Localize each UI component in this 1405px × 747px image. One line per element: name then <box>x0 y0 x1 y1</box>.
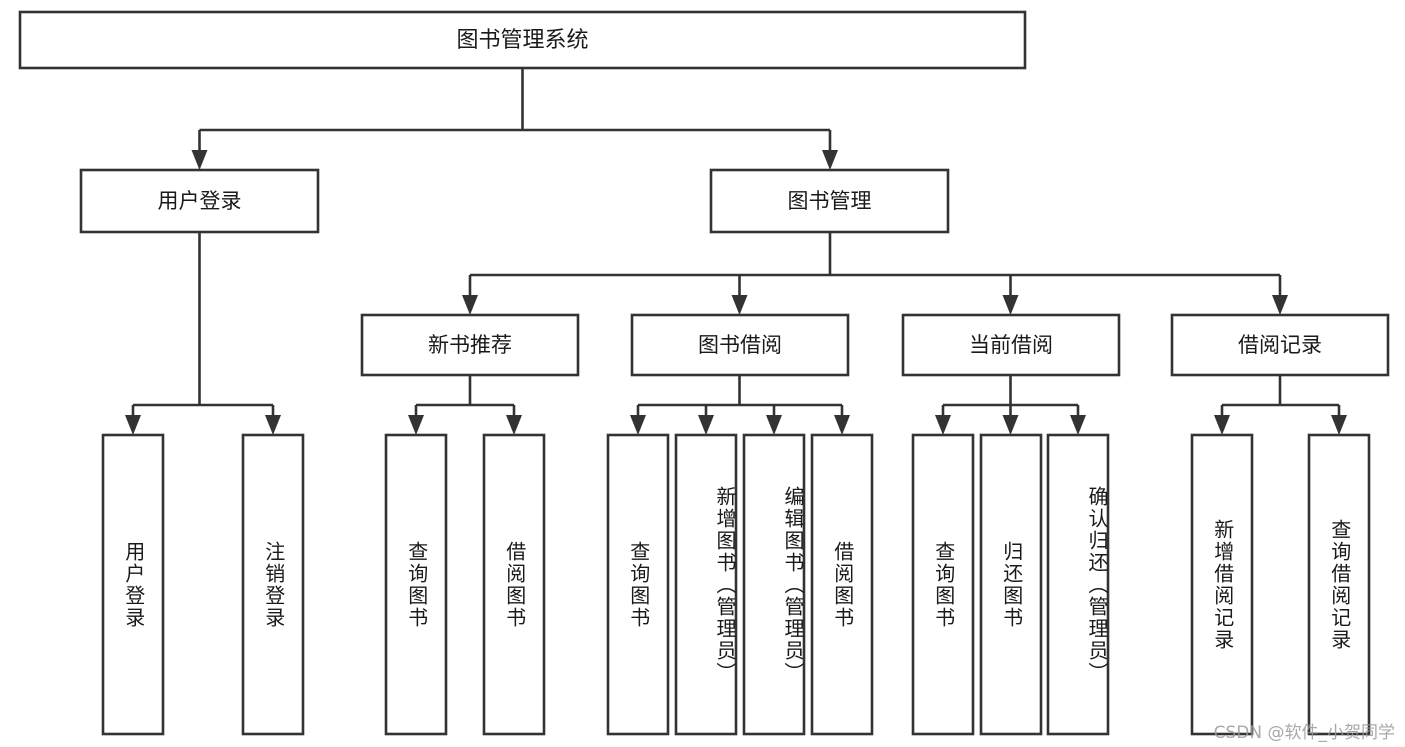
node-user-login[interactable]: 用户登录 <box>79 168 320 234</box>
arrow-head-leaf-borrow-book-1 <box>506 415 522 435</box>
arrow-head-leaf-user-logout <box>265 415 281 435</box>
node-leaf-borrow-book-2-box[interactable] <box>810 433 874 736</box>
node-leaf-add-record-box[interactable] <box>1190 433 1254 736</box>
node-root-label: 图书管理系统 <box>456 28 588 53</box>
node-user-login-label: 用户登录 <box>158 189 242 213</box>
arrow-head-leaf-edit-book <box>766 415 782 435</box>
node-borrow-record[interactable]: 借阅记录 <box>1170 313 1390 377</box>
node-book-manage-box[interactable] <box>709 168 950 234</box>
node-leaf-user-login-box[interactable] <box>101 433 165 736</box>
node-current-borrow-box[interactable] <box>901 313 1121 377</box>
arrow-head-book-borrow <box>731 295 748 315</box>
node-leaf-borrow-book-1-box[interactable] <box>482 433 546 736</box>
arrow-head-leaf-return-book <box>1002 415 1019 435</box>
node-leaf-user-logout-box[interactable] <box>241 433 305 736</box>
node-current-borrow[interactable]: 当前借阅 <box>901 313 1121 377</box>
node-book-borrow[interactable]: 图书借阅 <box>630 313 850 377</box>
node-new-book-rec-box[interactable] <box>360 313 580 377</box>
arrow-head-borrow-record <box>1272 295 1288 315</box>
node-borrow-record-box[interactable] <box>1170 313 1390 377</box>
node-leaf-return-book-box[interactable] <box>979 433 1043 736</box>
node-current-borrow-label: 当前借阅 <box>969 333 1053 357</box>
node-user-login-box[interactable] <box>79 168 320 234</box>
node-borrow-record-label: 借阅记录 <box>1238 333 1322 357</box>
arrow-head-leaf-query-book-3 <box>935 415 951 435</box>
node-leaf-confirm-return-box[interactable] <box>1046 433 1110 736</box>
arrow-head-book-manage <box>822 150 838 170</box>
node-root-box[interactable] <box>18 10 1027 70</box>
node-root[interactable]: 图书管理系统 <box>18 10 1027 70</box>
arrow-head-current-borrow <box>1002 295 1019 315</box>
node-book-borrow-label: 图书借阅 <box>698 333 782 357</box>
node-leaf-add-book-box[interactable] <box>674 433 738 736</box>
arrow-head-user-login <box>191 150 208 170</box>
arrow-head-leaf-add-record <box>1214 415 1230 435</box>
leaf-box-group <box>101 433 1371 736</box>
node-leaf-query-book-1-box[interactable] <box>384 433 448 736</box>
node-book-manage-label: 图书管理 <box>788 189 872 213</box>
node-leaf-query-book-2-box[interactable] <box>606 433 670 736</box>
node-leaf-edit-book-box[interactable] <box>742 433 806 736</box>
node-new-book-rec[interactable]: 新书推荐 <box>360 313 580 377</box>
csdn-watermark: CSDN @软件_小贺同学 <box>1213 723 1395 743</box>
arrow-head-leaf-query-book-1 <box>408 415 424 435</box>
arrow-head-leaf-user-login <box>125 415 141 435</box>
arrow-head-new-book-rec <box>462 295 478 315</box>
arrow-head-leaf-query-record <box>1331 415 1347 435</box>
node-new-book-rec-label: 新书推荐 <box>428 333 512 357</box>
arrow-head-leaf-add-book <box>698 415 714 435</box>
node-book-borrow-box[interactable] <box>630 313 850 377</box>
node-leaf-query-book-3-box[interactable] <box>911 433 975 736</box>
node-leaf-query-record-box[interactable] <box>1307 433 1371 736</box>
arrow-head-leaf-confirm-return <box>1070 415 1086 435</box>
node-book-manage[interactable]: 图书管理 <box>709 168 950 234</box>
arrow-head-leaf-query-book-2 <box>630 415 646 435</box>
connector-group <box>125 68 1347 435</box>
arrow-head-leaf-borrow-book-2 <box>834 415 850 435</box>
